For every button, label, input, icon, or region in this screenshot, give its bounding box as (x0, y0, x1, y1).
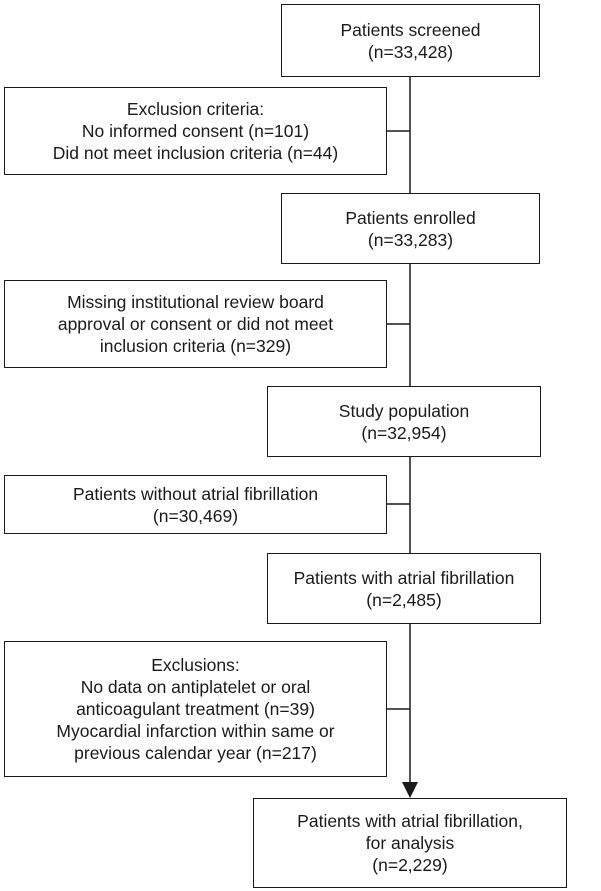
box-patients-without-af: Patients without atrial fibrillation (n=… (4, 475, 387, 534)
box-line: (n=33,283) (367, 229, 454, 250)
box-line: Did not meet inclusion criteria (n=44) (52, 143, 339, 163)
box-line: Myocardial infarction within same or (56, 721, 335, 741)
box-line: (n=2,485) (366, 589, 442, 610)
box-line: for analysis (365, 833, 455, 853)
box-line: approval or consent or did not meet (57, 314, 334, 334)
box-missing-irb-approval: Missing institutional review board appro… (4, 280, 387, 368)
box-line: Patients screened (340, 19, 481, 40)
arrowhead-icon (402, 782, 418, 798)
box-patients-screened: Patients screened (n=33,428) (281, 4, 540, 77)
box-line: Missing institutional review board (67, 292, 324, 312)
box-exclusions: Exclusions: No data on antiplatelet or o… (4, 641, 387, 777)
box-line: anticoagulant treatment (n=39) (76, 699, 315, 719)
box-line: No informed consent (n=101) (81, 121, 310, 141)
box-line: Patients with atrial fibrillation (293, 567, 515, 588)
box-line: Exclusions: (151, 655, 240, 675)
box-line: Study population (338, 400, 470, 421)
box-patients-enrolled: Patients enrolled (n=33,283) (281, 193, 540, 264)
box-line: Patients without atrial fibrillation (72, 483, 319, 504)
box-line: No data on antiplatelet or oral (80, 677, 311, 697)
box-line: inclusion criteria (n=329) (99, 336, 292, 356)
box-line: (n=33,428) (367, 41, 454, 62)
box-line: (n=30,469) (152, 505, 239, 526)
box-line: Patients with atrial fibrillation, (297, 811, 523, 831)
box-patients-with-af: Patients with atrial fibrillation (n=2,4… (267, 553, 541, 624)
box-line: previous calendar year (n=217) (74, 743, 317, 763)
box-exclusion-criteria: Exclusion criteria: No informed consent … (4, 87, 387, 175)
box-line: Patients enrolled (345, 207, 476, 228)
box-line: Exclusion criteria: (126, 99, 265, 119)
box-line: (n=32,954) (361, 422, 447, 443)
box-study-population: Study population (n=32,954) (267, 386, 541, 457)
box-analysis-cohort: Patients with atrial fibrillation, for a… (253, 798, 567, 888)
box-line: (n=2,229) (372, 855, 448, 875)
